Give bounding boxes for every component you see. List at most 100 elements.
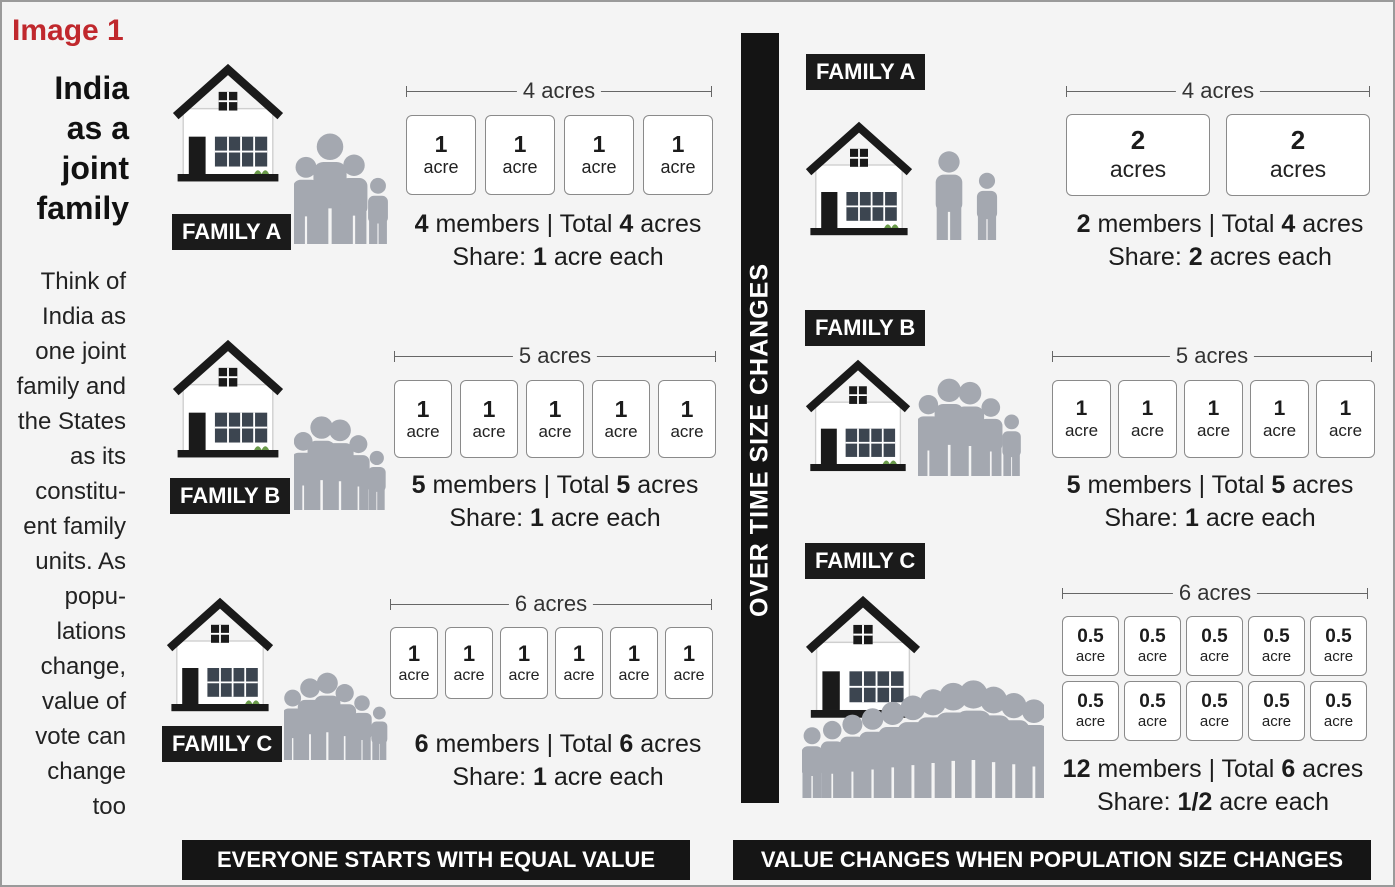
intro-line: value of (41, 688, 126, 715)
plot-unit: acre (453, 667, 485, 685)
family-label: FAMILY C (162, 726, 283, 762)
plot-value: 1 (407, 640, 421, 666)
bracket-tick (1371, 351, 1372, 362)
plot-value: 0.5 (1325, 626, 1352, 648)
plot-unit: acre (1137, 647, 1168, 665)
share-line: Share: 1 acre each (1104, 504, 1316, 532)
person-icon (935, 151, 963, 240)
intro-line: family and (16, 373, 126, 400)
divider-bar (741, 33, 779, 803)
plot-value: 0.5 (1139, 691, 1166, 713)
plot-value: 1 (434, 130, 448, 157)
house-icon (805, 121, 913, 236)
plot-value: 0.5 (1201, 626, 1228, 648)
members-total-line: 4 members | Total 4 acres (414, 210, 702, 238)
plot-unit: acre (1075, 712, 1106, 730)
family-members-icon (802, 680, 1044, 798)
divider-label: OVER TIME SIZE CHANGES (745, 263, 774, 617)
house-icon (172, 63, 284, 182)
total-acreage-bracket: 5 acres (1052, 344, 1372, 370)
plot-unit: acre (1323, 712, 1354, 730)
intro-line: Think of (40, 268, 126, 295)
bracket-tick (1066, 86, 1067, 97)
plot-value: 1 (1273, 396, 1286, 420)
plot-unit: acre (472, 422, 506, 442)
person-icon (979, 398, 1003, 476)
share-line: Share: 1 acre each (452, 243, 664, 271)
plot-value: 1 (517, 640, 531, 666)
family-members-icon (294, 133, 388, 244)
total-acreage-bracket: 4 acres (1066, 79, 1370, 105)
intro-line: change (47, 758, 126, 785)
total-acreage-bracket: 6 acres (1062, 581, 1368, 607)
plot-value: 0.5 (1077, 691, 1104, 713)
person-icon (294, 156, 320, 244)
intro-line: the States (17, 408, 126, 435)
person-icon (955, 381, 985, 476)
plot-unit: acre (1064, 420, 1099, 440)
intro-line: lations (56, 618, 126, 645)
footer-left-banner: EVERYONE STARTS WITH EQUAL VALUE (182, 840, 690, 880)
bracket-tick (1369, 86, 1370, 97)
plot-value: 1 (1207, 396, 1220, 420)
share-line: Share: 1 acre each (452, 763, 664, 791)
plot-value: 1 (592, 130, 606, 157)
person-icon (820, 720, 844, 798)
plot-unit: acre (508, 667, 540, 685)
plot-value: 1 (572, 640, 586, 666)
family-label: FAMILY B (170, 478, 291, 514)
title-line: family (36, 190, 129, 226)
intro-line: constitu- (35, 478, 126, 505)
family-label: FAMILY C (805, 543, 926, 579)
footer-right-banner: VALUE CHANGES WHEN POPULATION SIZE CHANG… (733, 840, 1371, 880)
plot-unit: acre (1328, 420, 1363, 440)
house-icon (166, 597, 274, 712)
members-total-line: 5 members | Total 5 acres (1066, 471, 1354, 499)
person-icon (371, 706, 388, 760)
share-line: Share: 1 acre each (449, 504, 661, 532)
person-icon (1002, 414, 1021, 476)
intro-line: too (92, 793, 126, 820)
plot-value: 1 (680, 395, 694, 422)
total-acreage-bracket: 4 acres (406, 79, 712, 105)
bracket-tick (1062, 588, 1063, 599)
bracket-tick (1367, 588, 1368, 599)
plot-unit: acre (1261, 647, 1292, 665)
plot-unit: acres (1109, 156, 1167, 183)
family-members-icon (294, 416, 386, 510)
person-icon (313, 133, 347, 244)
share-line: Share: 1/2 acre each (1096, 788, 1330, 816)
total-acreage-bracket: 5 acres (394, 344, 716, 370)
family-members-icon (918, 378, 1021, 476)
title-line: as a (66, 110, 129, 146)
intro-line: units. As (35, 548, 126, 575)
intro-line: vote can (35, 723, 126, 750)
